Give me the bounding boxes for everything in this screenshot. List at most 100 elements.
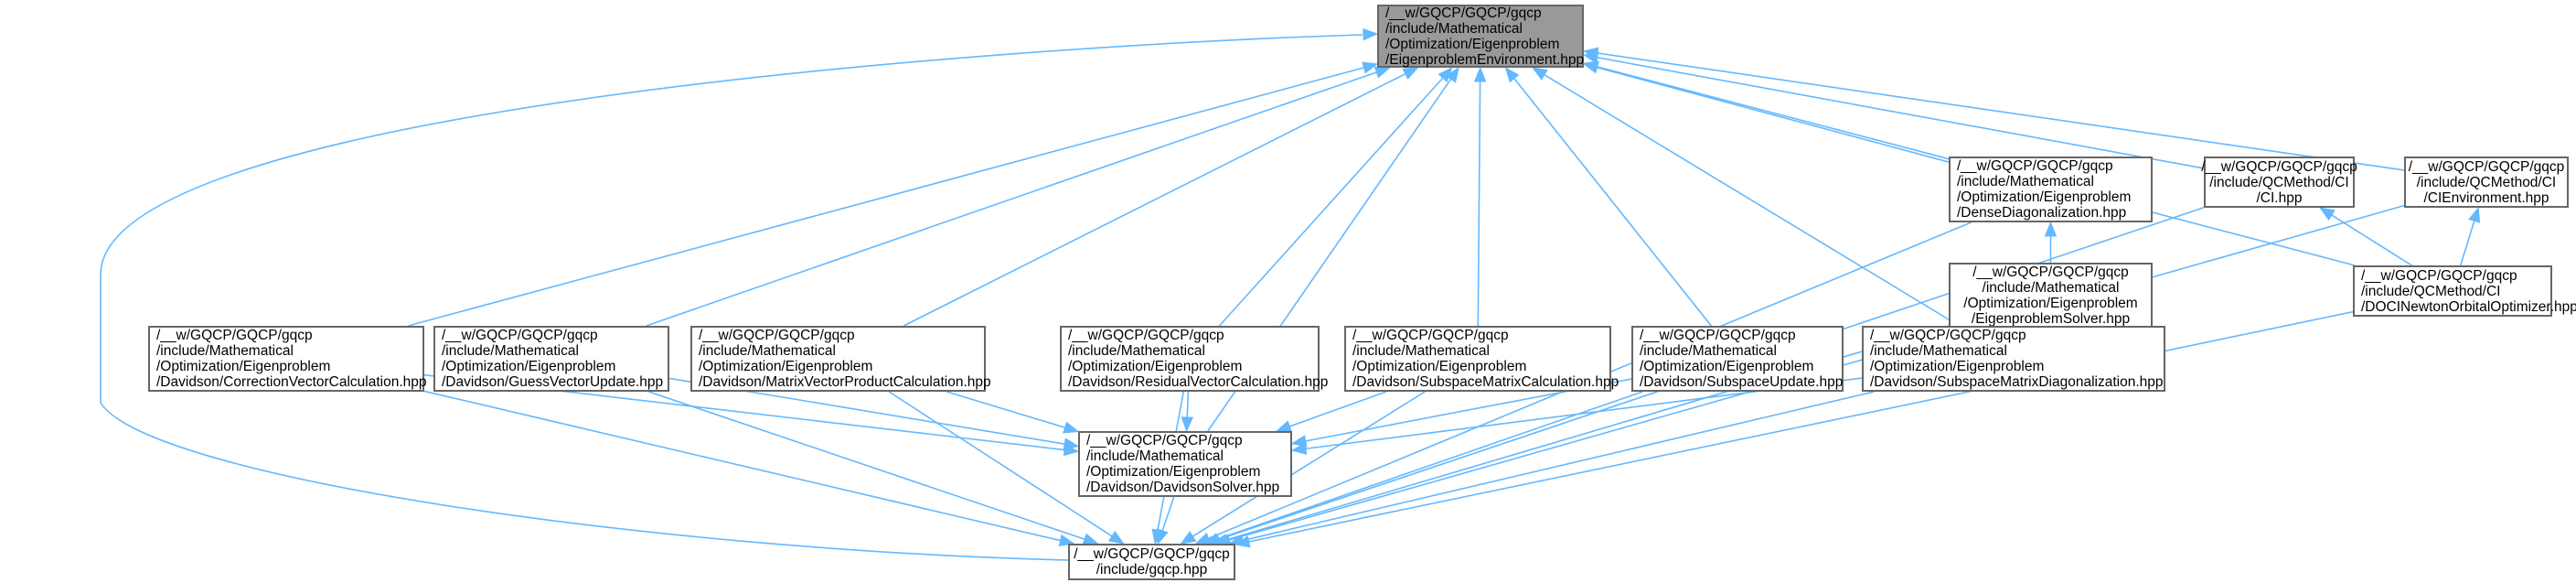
edge-subupdate-to-gqcp [1216,391,1643,541]
edge-matvec-to-root [903,72,1407,327]
edge-subupdate-to-root [1512,77,1712,327]
node-label-line: /Optimization/Eigenproblem [1870,359,2045,374]
node-label-line: /include/Mathematical [1982,280,2120,296]
edge-submatcalc-to-davidson [1288,391,1387,428]
node-label-line: /Davidson/MatrixVectorProductCalculation… [699,374,991,390]
edge-submatcalc-to-gqcp [1192,391,1426,538]
edge-correction-to-gqcp [423,390,1062,542]
edge-matvec-to-davidson [946,391,1066,429]
edge-dense-to-gqcp-arrowhead [1194,532,1212,545]
node-label-line: /Davidson/SubspaceMatrixCalculation.hpp [1352,374,1619,390]
node-label-line: /__w/GQCP/GQCP/gqcp [2201,158,2357,175]
node-label-line: /__w/GQCP/GQCP/gqcp [1086,433,1243,448]
node-label-line: /Davidson/SubspaceMatrixDiagonalization.… [1870,374,2164,390]
edge-guess-to-davidson-arrowhead [1063,437,1080,450]
node-label-line: /include/Mathematical [1957,174,2094,189]
node-label-line: /Optimization/Eigenproblem [1068,359,1243,374]
node-label-line: /Optimization/Eigenproblem [442,359,616,374]
node-label-line: /include/Mathematical [156,343,294,359]
node-ci[interactable]: /__w/GQCP/GQCP/gqcp/include/QCMethod/CI/… [2201,157,2357,208]
edge-davidson-to-gqcp-arrowhead [1156,528,1169,545]
edge-davidson-to-root-arrowhead [1445,66,1459,83]
node-label-line: /__w/GQCP/GQCP/gqcp [699,328,855,343]
edge-submatdiag-to-davidson-arrowhead [1290,442,1308,455]
node-label-line: /__w/GQCP/GQCP/gqcp [1957,158,2113,174]
edge-doci-to-root-arrowhead [1582,60,1599,73]
node-label-line: /CI.hpp [2256,189,2303,206]
node-root[interactable]: /__w/GQCP/GQCP/gqcp/include/Mathematical… [1377,5,1584,68]
edge-subupdate-to-davidson-arrowhead [1290,435,1308,448]
node-label-line: /include/Mathematical [699,343,836,359]
node-label-line: /Optimization/Eigenproblem [1385,36,1560,52]
edge-correction-to-gqcp-arrowhead [1058,534,1075,547]
node-label-line: /EigenproblemSolver.hpp [1971,311,2131,327]
edge-submatdiag-to-root [1543,73,1960,327]
node-label-line: /include/QCMethod/CI [2209,174,2349,190]
node-davidson[interactable]: /__w/GQCP/GQCP/gqcp/include/Mathematical… [1078,431,1292,497]
node-label-line: /__w/GQCP/GQCP/gqcp [442,328,598,343]
node-correction[interactable]: /__w/GQCP/GQCP/gqcp/include/Mathematical… [148,326,427,392]
node-label-line: /Davidson/DavidsonSolver.hpp [1086,480,1280,495]
node-label-line: /Optimization/Eigenproblem [1963,296,2138,311]
node-label-line: /Optimization/Eigenproblem [699,359,873,374]
edge-guess-to-root-arrowhead [1374,66,1391,79]
node-subupdate[interactable]: /__w/GQCP/GQCP/gqcp/include/Mathematical… [1631,326,1844,392]
node-label-line: /__w/GQCP/GQCP/gqcp [1972,265,2129,280]
node-label-line: /include/Mathematical [1385,20,1523,37]
node-label-line: /Davidson/GuessVectorUpdate.hpp [442,374,664,390]
edge-residual-to-root [1218,76,1445,327]
edge-doci-to-gqcp [1247,310,2354,543]
node-label-line: /__w/GQCP/GQCP/gqcp [2408,158,2565,175]
node-cienv[interactable]: /__w/GQCP/GQCP/gqcp/include/QCMethod/CI/… [2404,157,2569,208]
edge-cienv-to-root-arrowhead [1582,47,1599,59]
edge-correction-to-root-arrowhead [1362,61,1379,74]
node-guess[interactable]: /__w/GQCP/GQCP/gqcp/include/Mathematical… [433,326,669,392]
node-dense[interactable]: /__w/GQCP/GQCP/gqcp/include/Mathematical… [1949,157,2153,222]
edge-dense-to-root [1596,66,1950,163]
edge-residual-to-davidson [1186,391,1190,419]
node-label-line: /include/QCMethod/CI [2361,283,2501,299]
node-label-line: /include/QCMethod/CI [2416,174,2557,190]
node-residual[interactable]: /__w/GQCP/GQCP/gqcp/include/Mathematical… [1060,326,1329,392]
node-label-line: /Davidson/ResidualVectorCalculation.hpp [1068,374,1329,390]
node-label-line: /DOCINewtonOrbitalOptimizer.hpp [2361,298,2576,315]
edge-guess-to-gqcp [648,391,1086,541]
node-label-line: /include/Mathematical [1640,343,1777,359]
node-label-line: /CIEnvironment.hpp [2423,189,2549,206]
edge-matvec-to-gqcp-arrowhead [1107,530,1125,545]
node-label-line: /__w/GQCP/GQCP/gqcp [2361,267,2517,284]
edge-submatdiag-to-root-arrowhead [1531,67,1548,81]
node-matvec[interactable]: /__w/GQCP/GQCP/gqcp/include/Mathematical… [690,326,991,392]
node-label-line: /__w/GQCP/GQCP/gqcp [1074,546,1230,562]
edge-submatcalc-to-root [1477,80,1481,327]
edge-guess-to-root [646,70,1378,327]
edge-ci-to-root [1596,56,2205,169]
node-label-line: /DenseDiagonalization.hpp [1957,205,2127,221]
edge-matvec-to-davidson-arrowhead [1063,421,1080,434]
node-label-line: /__w/GQCP/GQCP/gqcp [1385,5,1542,21]
node-label-line: /__w/GQCP/GQCP/gqcp [1068,328,1224,343]
node-submatdiag[interactable]: /__w/GQCP/GQCP/gqcp/include/Mathematical… [1862,326,2165,392]
node-submatcalc[interactable]: /__w/GQCP/GQCP/gqcp/include/Mathematical… [1344,326,1619,392]
node-label-line: /EigenproblemEnvironment.hpp [1385,51,1585,68]
edge-doci-to-gqcp-arrowhead [1234,535,1251,548]
node-label-line: /include/Mathematical [1352,343,1490,359]
node-label-line: /Optimization/Eigenproblem [1086,464,1261,480]
edge-residual-to-davidson-arrowhead [1181,416,1193,433]
node-label-line: /Optimization/Eigenproblem [156,359,331,374]
edge-subupdate-to-root-arrowhead [1504,66,1520,83]
edge-gqcp-to-root-arrowhead [1363,27,1379,41]
node-doci[interactable]: /__w/GQCP/GQCP/gqcp/include/QCMethod/CI/… [2353,265,2576,317]
node-label-line: /include/Mathematical [1870,343,2007,359]
node-gqcp[interactable]: /__w/GQCP/GQCP/gqcp/include/gqcp.hpp [1068,544,1235,580]
node-label-line: /include/Mathematical [442,343,579,359]
node-eigsolver[interactable]: /__w/GQCP/GQCP/gqcp/include/Mathematical… [1949,263,2153,329]
edge-submatcalc-to-davidson-arrowhead [1275,420,1293,433]
edge-correction-to-root [408,66,1365,327]
node-label-line: /__w/GQCP/GQCP/gqcp [1352,328,1509,343]
edge-submatcalc-to-root-arrowhead [1473,66,1487,82]
edge-gqcp-to-root [100,34,1363,561]
edge-submatdiag-to-gqcp [1241,391,1875,542]
node-label-line: /__w/GQCP/GQCP/gqcp [1870,328,2026,343]
